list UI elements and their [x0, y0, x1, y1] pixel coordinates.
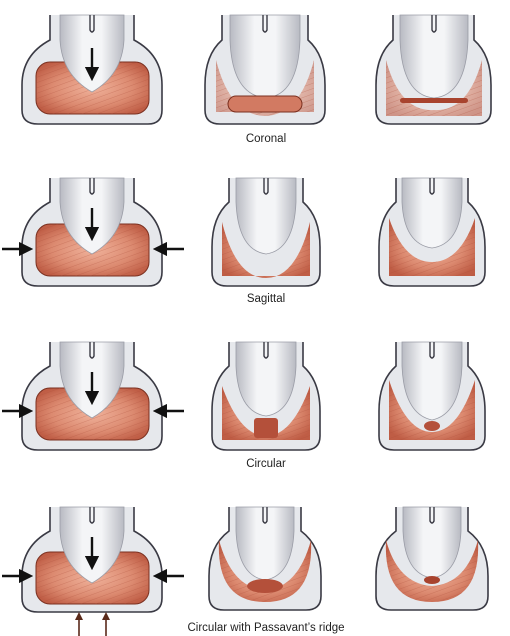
circular-panel-1 [2, 341, 184, 451]
row-label-coronal: Coronal [246, 133, 286, 145]
circular-panel-2 [211, 341, 321, 451]
row-label-sagittal: Sagittal [247, 293, 285, 305]
row-circular-passavant: Circular with Passavant’s ridge [2, 506, 489, 636]
passavant-panel-3 [375, 506, 489, 611]
sagittal-panel-2 [211, 177, 321, 287]
coronal-panel-2 [204, 14, 326, 125]
circular-panel-3 [378, 341, 486, 451]
row-circular: Circular [2, 341, 486, 470]
passavant-panel-2 [208, 506, 322, 611]
coronal-panel-1 [21, 14, 163, 125]
sagittal-panel-3 [378, 177, 486, 287]
coronal-panel-3 [375, 14, 492, 125]
passavant-panel-1 [2, 506, 184, 636]
row-label-circular-passavant: Circular with Passavant’s ridge [187, 622, 344, 634]
row-coronal: Coronal [21, 14, 492, 145]
row-label-circular: Circular [246, 458, 286, 470]
sagittal-panel-1 [2, 177, 184, 287]
row-sagittal: Sagittal [2, 177, 486, 305]
